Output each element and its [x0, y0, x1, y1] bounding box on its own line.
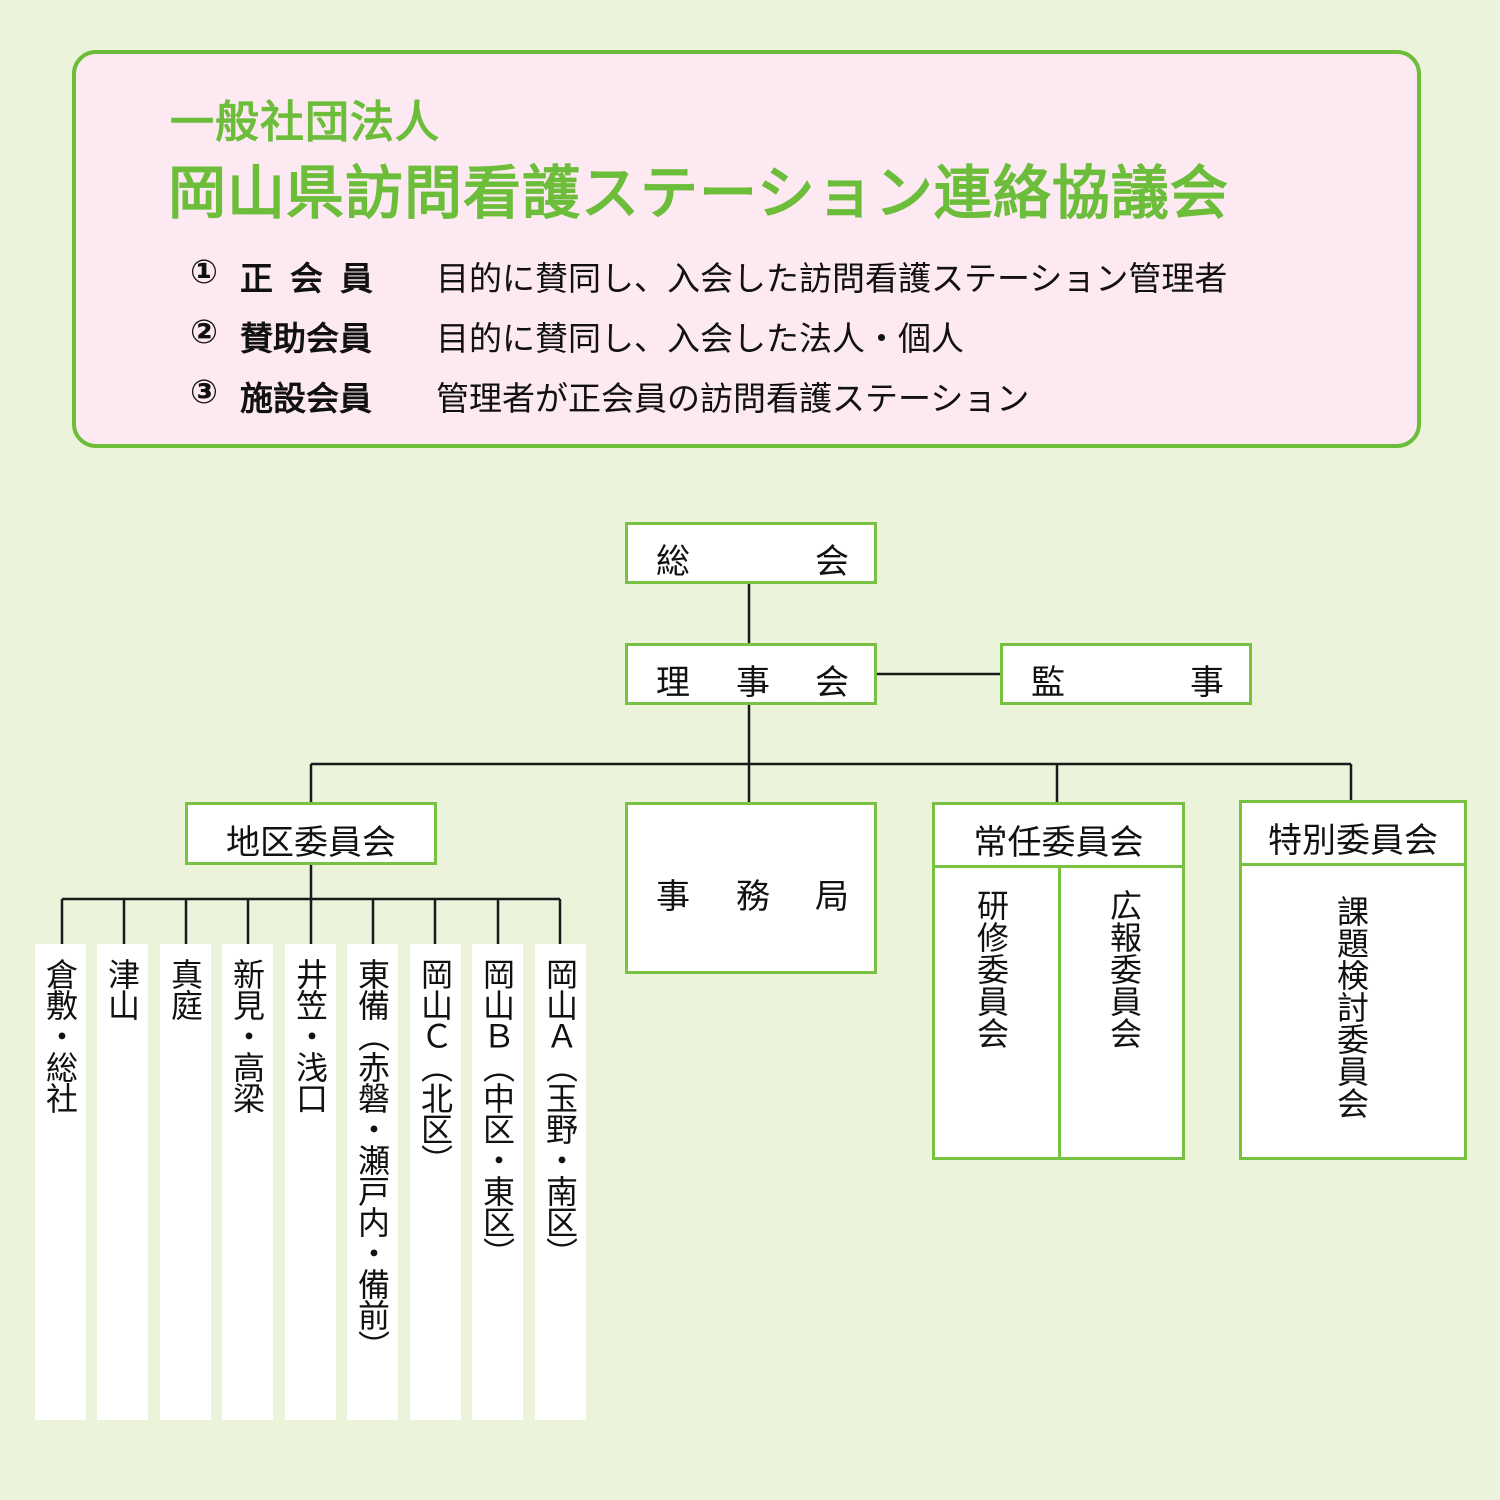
member-number: ①	[190, 252, 218, 291]
district-column-okayama-b: 岡山Ｂ（中区・東区）	[472, 944, 523, 1420]
training-committee-label: 研修委員会	[972, 889, 1010, 1049]
general-meeting-char: 総	[656, 542, 690, 582]
member-description: 目的に賛同し、入会した訪問看護ステーション管理者	[436, 259, 1228, 298]
board-box: 理 事 会	[625, 643, 877, 705]
district-column-niimi: 新見・高梁	[222, 944, 273, 1420]
district-column-tobi: 東備（赤磐・瀬戸内・備前）	[347, 944, 398, 1420]
member-description: 目的に賛同し、入会した法人・個人	[436, 319, 964, 358]
general-meeting-box: 総 会	[625, 522, 877, 584]
auditor-char: 事	[1190, 663, 1224, 703]
special-committee-box: 特別委員会 課題検討委員会	[1239, 800, 1467, 1160]
standing-committee-box: 常任委員会 研修委員会 広報委員会	[932, 802, 1185, 1160]
district-committee-label: 地区委員会	[226, 823, 396, 863]
member-label: 施設会員	[240, 379, 372, 418]
secretariat-box: 事 務 局	[625, 802, 877, 974]
district-column-ikasa: 井笠・浅口	[285, 944, 336, 1420]
secretariat-char: 局	[815, 877, 849, 917]
secretariat-char: 務	[736, 877, 770, 917]
member-label: 正会員	[240, 259, 390, 298]
member-label: 賛助会員	[240, 319, 372, 358]
district-column-kurashiki: 倉敷・総社	[35, 944, 86, 1420]
secretariat-char: 事	[656, 877, 690, 917]
special-committee-title: 特別委員会	[1268, 821, 1438, 861]
board-char: 理	[656, 663, 690, 703]
standing-committee-divider	[1058, 865, 1061, 1157]
district-label: 岡山Ｂ（中区・東区）	[478, 958, 516, 1268]
district-label: 新見・高梁	[228, 958, 266, 1113]
issue-review-committee-label: 課題検討委員会	[1332, 895, 1370, 1119]
district-label: 岡山Ａ（玉野・南区）	[541, 958, 579, 1268]
board-char: 事	[736, 663, 770, 703]
district-column-okayama-c: 岡山Ｃ（北区）	[410, 944, 461, 1420]
district-column-maniwa: 真庭	[160, 944, 211, 1420]
district-column-okayama-a: 岡山Ａ（玉野・南区）	[535, 944, 586, 1420]
standing-committee-title: 常任委員会	[973, 823, 1144, 863]
district-column-tsuyama: 津山	[97, 944, 148, 1420]
district-label: 井笠・浅口	[291, 958, 329, 1113]
board-char: 会	[815, 663, 849, 703]
pr-committee-label: 広報委員会	[1105, 889, 1143, 1049]
member-description: 管理者が正会員の訪問看護ステーション	[436, 379, 1030, 418]
standing-committee-header: 常任委員会	[935, 805, 1182, 868]
district-committee-box: 地区委員会	[185, 802, 437, 865]
auditor-char: 監	[1031, 663, 1065, 703]
district-label: 倉敷・総社	[41, 958, 79, 1113]
special-committee-header: 特別委員会	[1242, 803, 1464, 866]
org-type-label: 一般社団法人	[170, 97, 440, 148]
district-label: 真庭	[166, 958, 204, 1020]
general-meeting-char: 会	[815, 542, 849, 582]
district-label: 東備（赤磐・瀬戸内・備前）	[353, 958, 391, 1361]
member-number: ③	[190, 372, 218, 411]
member-number: ②	[190, 312, 218, 351]
district-label: 津山	[103, 958, 141, 1020]
header-panel	[72, 50, 1421, 448]
district-label: 岡山Ｃ（北区）	[416, 958, 454, 1175]
org-title: 岡山県訪問看護ステーション連絡協議会	[168, 159, 1229, 227]
auditor-box: 監 事	[1000, 643, 1252, 705]
